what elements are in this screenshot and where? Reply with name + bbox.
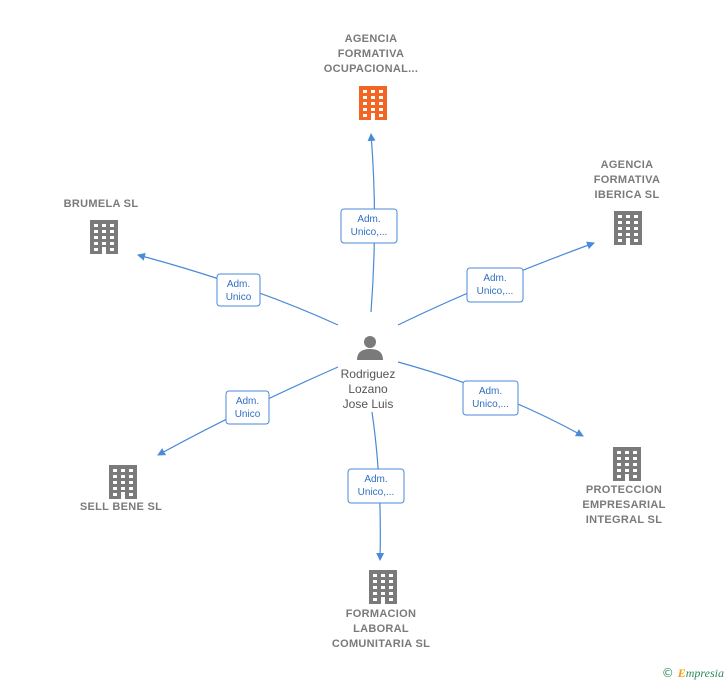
company-name-line: IBERICA SL [595, 189, 660, 201]
role-text: Unico [235, 409, 261, 420]
company-name-line: PROTECCION [586, 484, 662, 496]
company-label-agencia-iberica[interactable]: AGENCIA FORMATIVA IBERICA SL [594, 159, 660, 201]
role-text: Unico,... [358, 487, 395, 498]
person-name-line: Rodriguez [341, 367, 396, 381]
company-name-line: BRUMELA SL [64, 198, 139, 210]
building-icon-agencia-iberica[interactable] [614, 211, 642, 245]
person-name-line: Lozano [348, 382, 388, 396]
role-text: Adm. [483, 273, 506, 284]
company-label-brumela[interactable]: BRUMELA SL [64, 198, 139, 210]
copyright-symbol: © [661, 666, 674, 680]
brand-name: mpresia [685, 666, 724, 680]
building-icon-agencia-ocupacional[interactable] [359, 86, 387, 120]
role-text: Adm. [236, 396, 259, 407]
company-name-line: AGENCIA [345, 33, 398, 45]
company-name-line: FORMACION [346, 608, 417, 620]
role-badge-formacion-laboral[interactable]: Adm. Unico,... [347, 468, 405, 504]
company-label-proteccion[interactable]: PROTECCION EMPRESARIAL INTEGRAL SL [582, 484, 665, 526]
role-text: Unico,... [351, 227, 388, 238]
role-text: Unico,... [472, 399, 509, 410]
role-text: Adm. [364, 474, 387, 485]
company-name-line: INTEGRAL SL [586, 514, 662, 526]
company-name-line: LABORAL [353, 623, 409, 635]
building-icon-proteccion[interactable] [613, 447, 641, 481]
company-name-line: COMUNITARIA SL [332, 638, 430, 650]
role-text: Unico,... [477, 286, 514, 297]
company-name-line: EMPRESARIAL [582, 499, 665, 511]
role-badge-agencia-iberica[interactable]: Adm. Unico,... [466, 267, 524, 303]
building-icon-sell-bene[interactable] [109, 465, 137, 499]
role-badge-brumela[interactable]: Adm. Unico [216, 273, 261, 307]
building-icon-brumela[interactable] [90, 220, 118, 254]
company-label-formacion-laboral[interactable]: FORMACION LABORAL COMUNITARIA SL [332, 608, 430, 650]
company-name-line: AGENCIA [601, 159, 654, 171]
person-name-line: Jose Luis [343, 397, 394, 411]
role-text: Adm. [227, 279, 250, 290]
company-name-line: SELL BENE SL [80, 501, 162, 513]
role-badge-agencia-ocupacional[interactable]: Adm. Unico,... [340, 208, 398, 244]
brand-initial: E [677, 666, 686, 680]
role-badge-sell-bene[interactable]: Adm. Unico [225, 390, 270, 425]
person-icon [357, 336, 383, 360]
company-label-sell-bene[interactable]: SELL BENE SL [80, 501, 162, 513]
role-text: Adm. [479, 386, 502, 397]
role-text: Unico [226, 292, 252, 303]
role-text: Adm. [357, 214, 380, 225]
company-name-line: FORMATIVA [594, 174, 660, 186]
role-badge-proteccion[interactable]: Adm. Unico,... [462, 380, 519, 416]
building-icon-formacion-laboral[interactable] [369, 570, 397, 604]
company-name-line: OCUPACIONAL... [324, 63, 418, 75]
credit-mark: ©Empresia [662, 666, 724, 681]
company-label-agencia-ocupacional[interactable]: AGENCIA FORMATIVA OCUPACIONAL... [324, 33, 418, 75]
company-name-line: FORMATIVA [338, 48, 404, 60]
